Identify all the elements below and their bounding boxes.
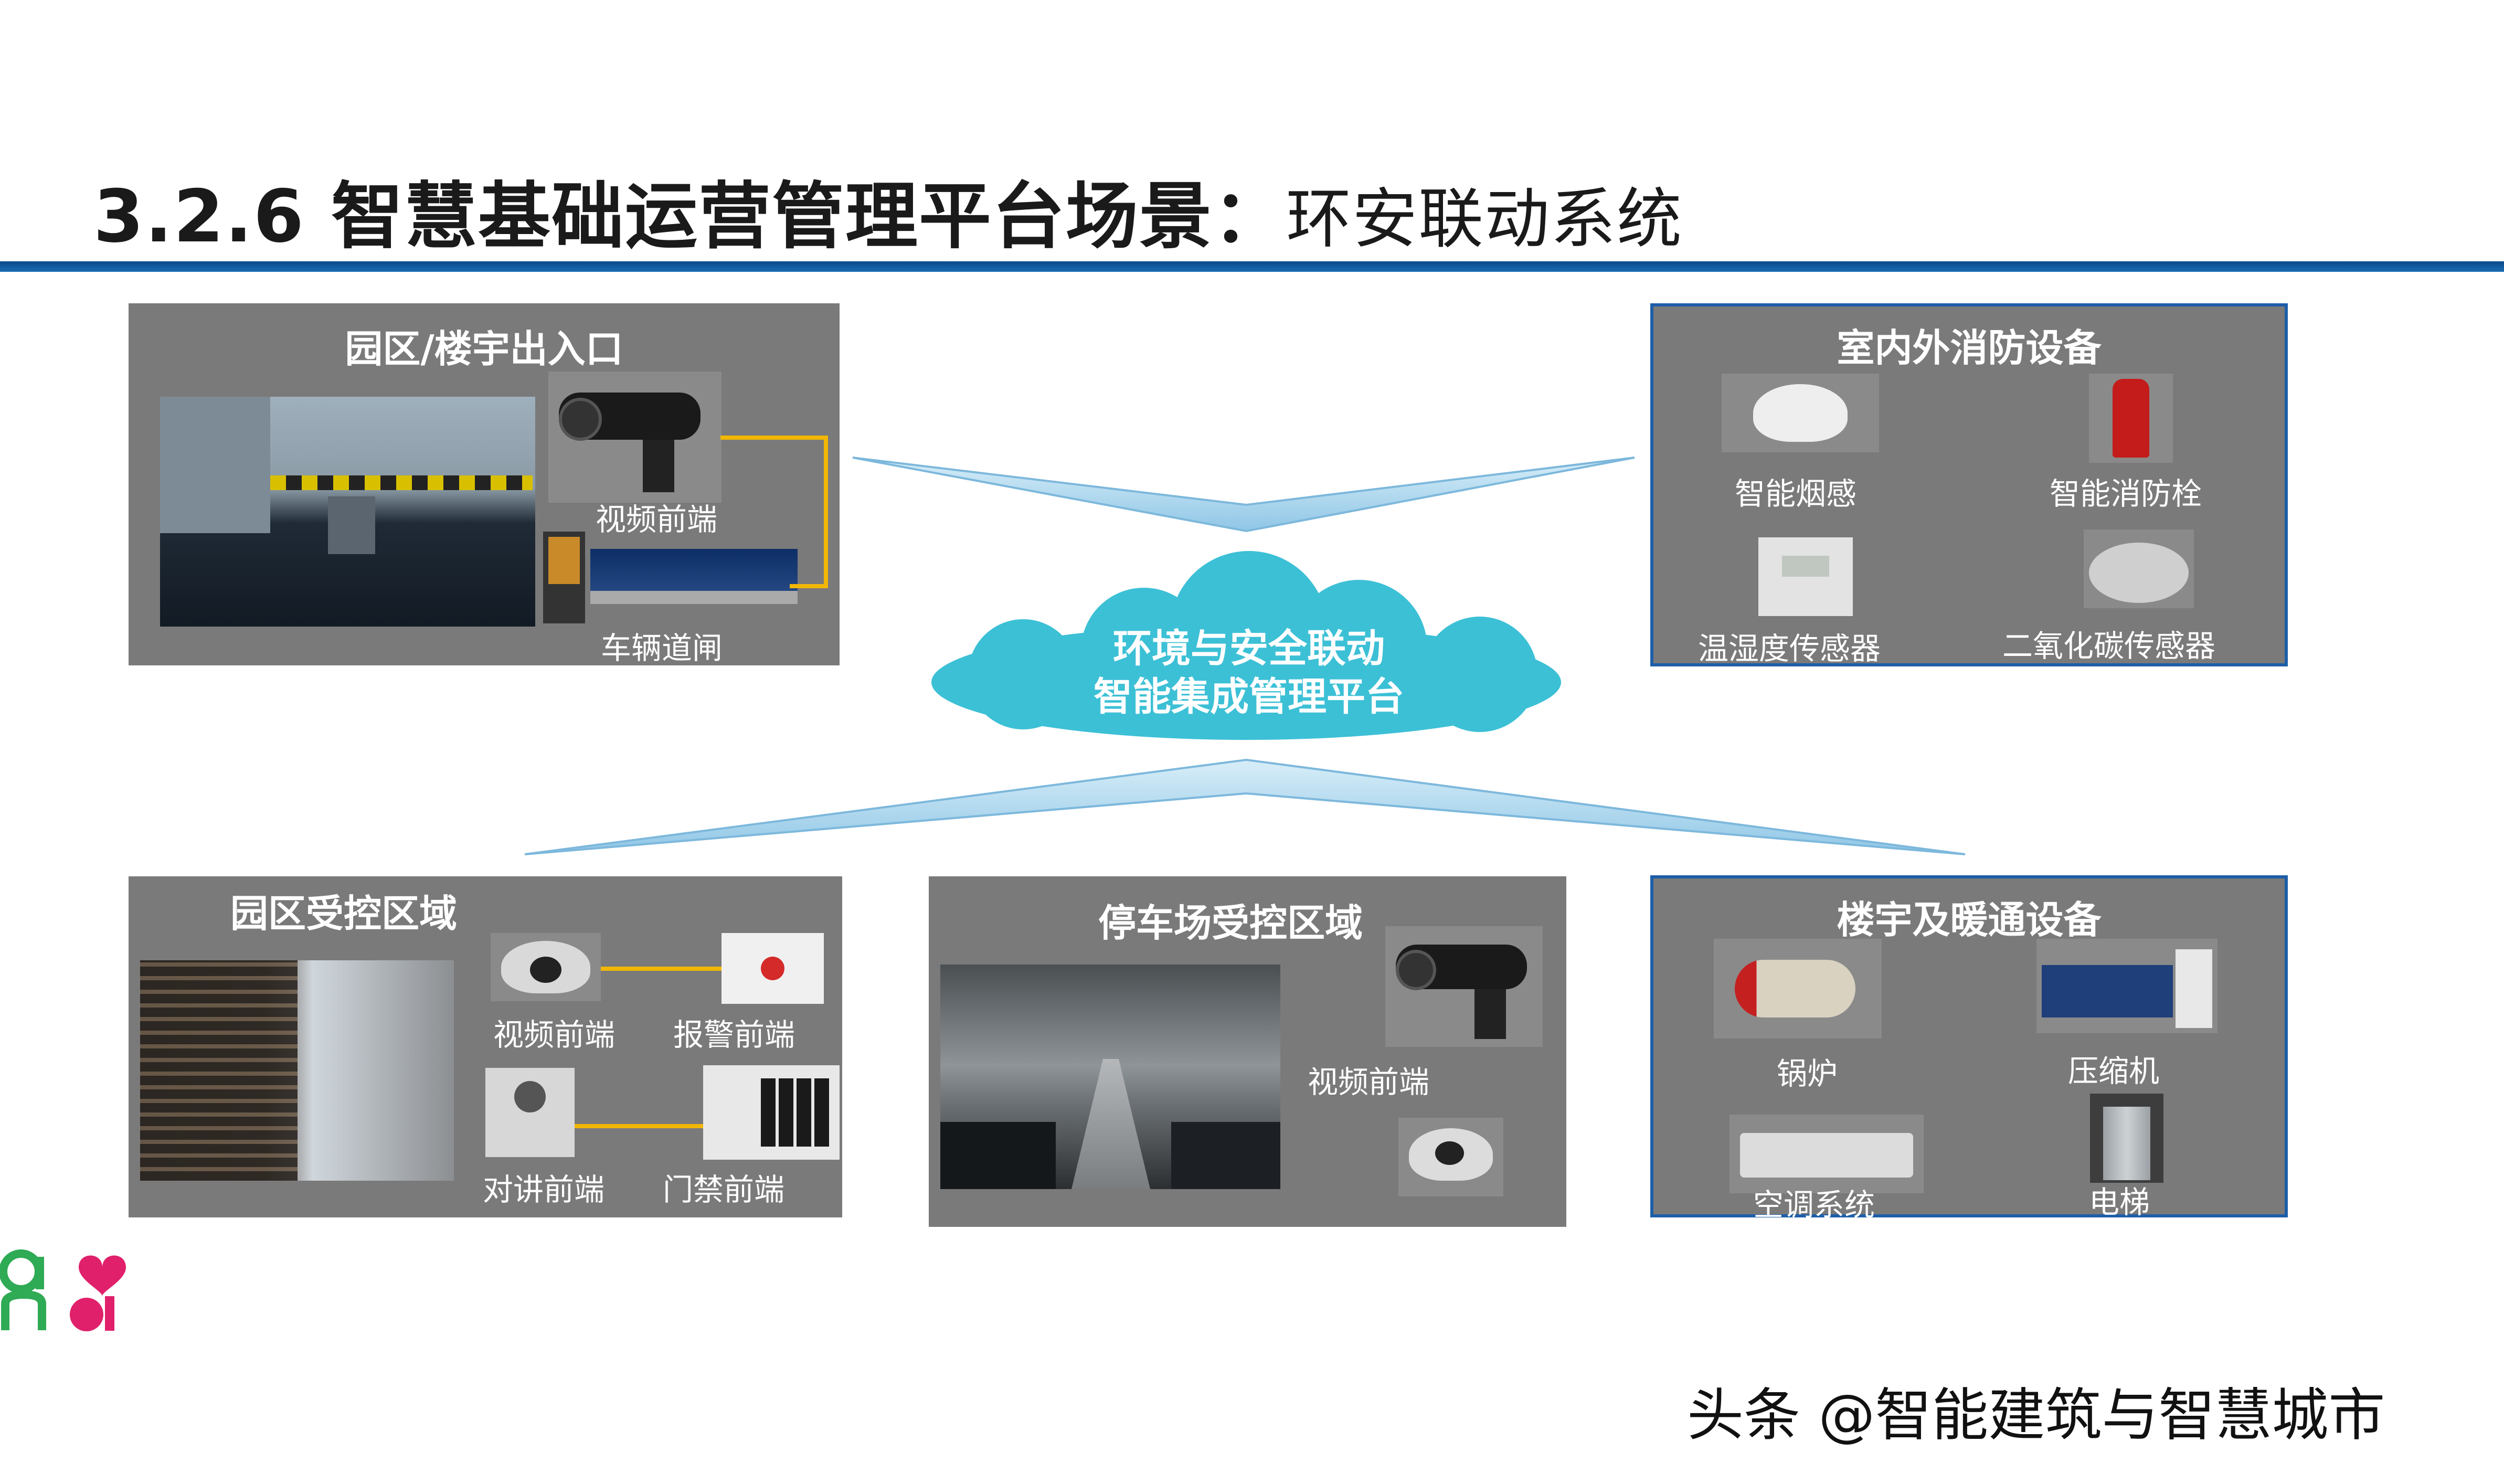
wire bbox=[575, 1124, 703, 1128]
dome-camera-icon bbox=[491, 933, 601, 1001]
compressor-icon bbox=[2036, 939, 2217, 1033]
upper-arrow bbox=[852, 457, 1635, 533]
dome-camera-icon bbox=[1398, 1118, 1503, 1196]
wire bbox=[720, 436, 828, 440]
fire-label-humidity: 温湿度传感器 bbox=[1698, 631, 1881, 666]
brand-logo bbox=[0, 1249, 126, 1331]
title-rule bbox=[0, 261, 2504, 272]
kiosk-icon bbox=[543, 532, 585, 623]
park-label-intercom: 对讲前端 bbox=[483, 1172, 605, 1207]
co2-sensor-icon bbox=[2084, 529, 2194, 608]
hydrant-icon bbox=[2089, 374, 2173, 463]
fire-label-smoke: 智能烟感 bbox=[1735, 476, 1857, 512]
panel-parking: 停车场受控区域 视频前端 bbox=[929, 876, 1566, 1227]
lower-arrow bbox=[524, 758, 1966, 855]
cloud-shape bbox=[931, 551, 1561, 740]
camera-icon bbox=[1385, 926, 1543, 1047]
camera-icon bbox=[548, 372, 722, 503]
panel-entrance: 园区/楼宇出入口 视频前端 车辆道闸 bbox=[129, 303, 840, 666]
smoke-detector-icon bbox=[1722, 374, 1879, 452]
elevator-icon bbox=[2090, 1094, 2163, 1183]
panel-parking-title: 停车场受控区域 bbox=[1098, 901, 1363, 945]
boiler-icon bbox=[1714, 939, 1882, 1038]
hvac-label-compressor: 压缩机 bbox=[2068, 1053, 2160, 1089]
parking-label-video: 视频前端 bbox=[1308, 1064, 1430, 1100]
panel-park-title: 园区受控区域 bbox=[230, 892, 457, 936]
wire bbox=[601, 967, 722, 971]
panel-hvac-title: 楼宇及暖通设备 bbox=[1837, 898, 2102, 942]
page-title: 3.2.6 智慧基础运营管理平台场景：环安联动系统 bbox=[93, 157, 1683, 262]
wire bbox=[790, 584, 828, 588]
title-sub: 环安联动系统 bbox=[1286, 182, 1683, 257]
access-keypad-icon bbox=[703, 1065, 840, 1160]
entrance-photo bbox=[160, 397, 535, 627]
platform-line2: 智能集成管理平台 bbox=[1094, 674, 1404, 719]
panel-hvac: 楼宇及暖通设备 锅炉 压缩机 空调系统 电梯 bbox=[1650, 875, 2288, 1223]
platform-label: 环境与安全联动 智能集成管理平台 bbox=[939, 624, 1558, 721]
panel-fire: 室内外消防设备 智能烟感 智能消防栓 温湿度传感器 二氧化碳传感器 bbox=[1650, 303, 2288, 666]
park-label-access: 门禁前端 bbox=[663, 1172, 785, 1207]
ac-unit-icon bbox=[1730, 1115, 1924, 1193]
hvac-label-ac: 空调系统 bbox=[1753, 1187, 1875, 1223]
hvac-label-elevator: 电梯 bbox=[2089, 1184, 2150, 1220]
title-main: 3.2.6 智慧基础运营管理平台场景： bbox=[93, 174, 1286, 259]
panel-fire-title: 室内外消防设备 bbox=[1837, 326, 2102, 370]
park-label-video: 视频前端 bbox=[493, 1017, 616, 1053]
entrance-label-video: 视频前端 bbox=[596, 502, 718, 537]
hvac-label-boiler: 锅炉 bbox=[1777, 1056, 1838, 1091]
fire-label-hydrant: 智能消防栓 bbox=[2050, 476, 2202, 512]
barrier-gate-icon bbox=[590, 549, 798, 604]
intercom-icon bbox=[485, 1068, 575, 1157]
panel-park: 园区受控区域 视频前端 报警前端 对讲前端 门禁前端 bbox=[129, 876, 842, 1217]
platform-line1: 环境与安全联动 bbox=[1113, 626, 1385, 671]
building-photo bbox=[140, 960, 454, 1181]
park-label-alarm: 报警前端 bbox=[673, 1017, 795, 1053]
wire bbox=[824, 436, 828, 588]
panel-entrance-title: 园区/楼宇出入口 bbox=[345, 327, 623, 371]
alarm-button-icon bbox=[722, 933, 824, 1004]
fire-label-co2: 二氧化碳传感器 bbox=[2002, 628, 2216, 664]
humidity-sensor-icon bbox=[1758, 537, 1853, 616]
parking-garage-photo bbox=[940, 964, 1280, 1189]
entrance-label-gate: 车辆道闸 bbox=[601, 630, 723, 666]
watermark: 头条 @智能建筑与智慧城市 bbox=[1687, 1383, 2385, 1448]
